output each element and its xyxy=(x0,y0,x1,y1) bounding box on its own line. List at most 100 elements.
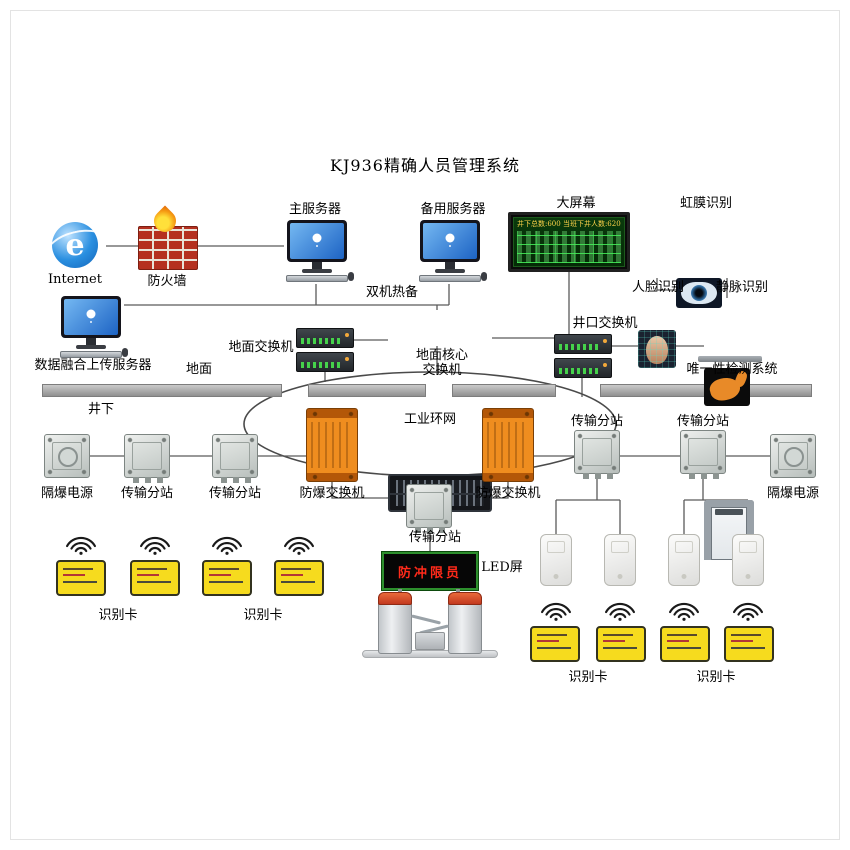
transmission-substation-box xyxy=(574,430,620,479)
vein-scan-icon xyxy=(704,368,750,406)
face-scan-icon xyxy=(638,330,676,368)
substation-center-label: 传输分站 xyxy=(408,530,461,545)
wifi-signal-icon xyxy=(284,536,314,555)
ground-switch-label: 地面交换机 xyxy=(228,340,294,355)
id-card xyxy=(660,626,710,662)
flameproof-power-box xyxy=(770,434,816,478)
explosionproof-switch-right-label: 防爆交换机 xyxy=(475,486,541,501)
hot-standby-label: 双机热备 xyxy=(365,285,418,300)
explosionproof-switch-box xyxy=(482,408,534,482)
flameproof-power-right-label: 隔爆电源 xyxy=(766,486,819,501)
ground-bar-segment xyxy=(452,384,556,397)
flameproof-power-box xyxy=(44,434,90,478)
card-reader xyxy=(604,534,636,586)
cable-glands xyxy=(415,527,421,533)
ring-network-label: 工业环网 xyxy=(403,412,456,427)
big-screen-header-text: 井下总数:600 当班下井人数:620 xyxy=(517,220,621,228)
turnstile-pedestal xyxy=(378,600,412,654)
monitor-icon xyxy=(61,296,121,338)
iris-scan-icon xyxy=(676,278,722,308)
card-reader xyxy=(540,534,572,586)
substation-3-label: 传输分站 xyxy=(570,414,623,429)
page-border xyxy=(10,10,840,840)
id-card-label-3: 识别卡 xyxy=(568,670,608,685)
monitor-icon xyxy=(420,220,480,262)
id-card xyxy=(530,626,580,662)
big-screen-label: 大屏幕 xyxy=(556,196,596,211)
led-text: 防冲限员 xyxy=(397,565,462,581)
transmission-substation-box xyxy=(212,434,258,483)
internet-label: Internet xyxy=(48,272,102,287)
ethernet-switch-icon xyxy=(296,328,354,348)
cable-glands xyxy=(133,477,139,483)
id-card xyxy=(202,560,252,596)
keyboard-icon xyxy=(419,275,481,282)
explosionproof-switch-left-label: 防爆交换机 xyxy=(299,486,365,501)
security-gate-base xyxy=(698,356,762,362)
mouse-icon xyxy=(348,272,354,281)
cable-glands xyxy=(689,473,695,479)
id-card xyxy=(274,560,324,596)
keyboard-icon xyxy=(60,351,122,358)
id-card xyxy=(130,560,180,596)
cable-glands xyxy=(583,473,589,479)
firewall-icon xyxy=(138,205,198,270)
backup-server-computer xyxy=(417,220,487,282)
transmission-substation-box xyxy=(680,430,726,479)
mouse-icon xyxy=(122,348,128,357)
substation-4-label: 传输分站 xyxy=(676,414,729,429)
wifi-signal-icon xyxy=(669,602,699,621)
main-server-label: 主服务器 xyxy=(288,202,341,217)
mouse-icon xyxy=(481,272,487,281)
id-card xyxy=(724,626,774,662)
data-fusion-server-computer xyxy=(58,296,128,358)
ground-bar-segment xyxy=(308,384,426,397)
turnstile-cap xyxy=(378,592,412,605)
transmission-substation-box xyxy=(406,484,452,533)
id-card xyxy=(56,560,106,596)
ethernet-switch-icon xyxy=(296,352,354,372)
uniqueness-system-label: 唯一性检测系统 xyxy=(686,362,778,377)
wellhead-switch-label: 井口交换机 xyxy=(572,316,638,331)
substation-1-label: 传输分站 xyxy=(120,486,173,501)
underground-label: 井下 xyxy=(87,402,114,417)
backup-server-label: 备用服务器 xyxy=(420,202,486,217)
wifi-signal-icon xyxy=(733,602,763,621)
cable-glands xyxy=(221,477,227,483)
id-card-label-1: 识别卡 xyxy=(98,608,138,623)
card-reader xyxy=(668,534,700,586)
big-screen-display: 井下总数:600 当班下井人数:620 xyxy=(508,212,630,272)
wifi-signal-icon xyxy=(605,602,635,621)
core-switch-label: 地面核心 交换机 xyxy=(404,348,480,378)
iris-label: 虹膜识别 xyxy=(679,196,732,211)
turnstile-base xyxy=(362,650,498,658)
turnstile-housing xyxy=(415,632,445,650)
flameproof-power-left-label: 隔爆电源 xyxy=(40,486,93,501)
main-server-computer xyxy=(284,220,354,282)
internet-icon: e xyxy=(43,222,111,271)
firewall-label: 防火墙 xyxy=(147,274,187,289)
data-fusion-server-label: 数据融合上传服务器 xyxy=(34,358,152,373)
internet-e-glyph: e xyxy=(65,227,85,263)
ethernet-switch-icon xyxy=(554,334,612,354)
surface-label: 地面 xyxy=(185,362,212,377)
ethernet-switch-icon xyxy=(554,358,612,378)
turnstile-cap xyxy=(448,592,482,605)
id-card xyxy=(596,626,646,662)
core-switch-label-line2: 交换机 xyxy=(422,363,462,378)
page-title: KJ936精确人员管理系统 xyxy=(330,156,520,175)
keyboard-icon xyxy=(286,275,348,282)
transmission-substation-box xyxy=(124,434,170,483)
monitor-icon xyxy=(287,220,347,262)
core-switch-label-line1: 地面核心 xyxy=(415,348,468,363)
turnstile-pedestal xyxy=(448,600,482,654)
led-screen-label: LED屏 xyxy=(481,560,523,575)
explosionproof-switch-box xyxy=(306,408,358,482)
ground-bar-segment xyxy=(42,384,282,397)
id-card-label-4: 识别卡 xyxy=(696,670,736,685)
led-display: 防冲限员 xyxy=(382,552,478,590)
wifi-signal-icon xyxy=(140,536,170,555)
vein-label: 静脉识别 xyxy=(715,280,768,295)
face-label: 人脸识别 xyxy=(631,280,684,295)
